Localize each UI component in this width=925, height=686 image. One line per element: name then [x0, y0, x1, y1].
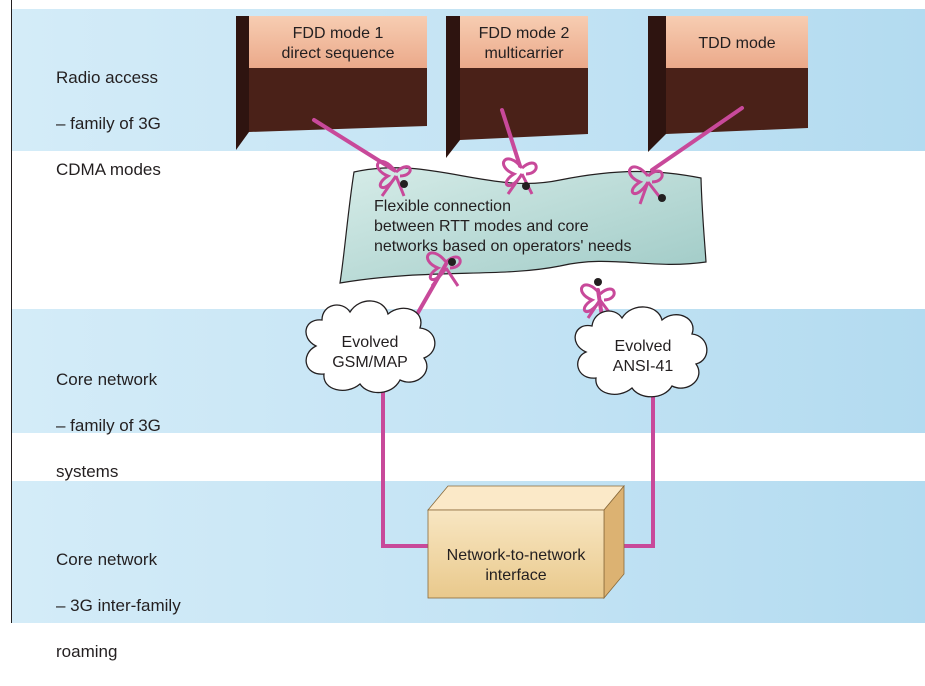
left-rule: [11, 0, 12, 623]
diagram-canvas: FDD mode 1 direct sequence FDD mode 2 mu…: [236, 16, 808, 600]
fdd1-line1: FDD mode 1: [293, 25, 384, 42]
ribbon-bows: [376, 157, 664, 319]
network-to-network-interface-box: Network-to-network interface: [427, 484, 625, 600]
tdd-ribbon: [650, 106, 744, 172]
bow-1: [376, 160, 412, 197]
fdd1-line2: direct sequence: [282, 45, 395, 62]
banner-line1: Flexible connection: [374, 198, 511, 215]
nni-line2: interface: [485, 567, 546, 584]
fdd2-ribbon: [500, 108, 522, 168]
cloud-ansi-41: Evolved ANSI-41: [574, 306, 708, 398]
banner-line3: networks based on operators' needs: [374, 238, 631, 255]
core-network-label: Core network – family of 3G systems: [56, 370, 161, 481]
banner-line2: between RTT modes and core: [374, 218, 589, 235]
tdd-line1: TDD mode: [698, 35, 775, 52]
banner-pins: [400, 180, 666, 286]
ansi-line1: Evolved: [615, 338, 672, 355]
gsm-line2: GSM/MAP: [332, 354, 408, 371]
gsm-map-connector: [381, 391, 432, 548]
radio-access-label: Radio access – family of 3G CDMA modes: [56, 68, 161, 179]
fdd2-line1: FDD mode 2: [479, 25, 570, 42]
nni-line1: Network-to-network: [447, 547, 587, 564]
ansi-line2: ANSI-41: [613, 358, 674, 375]
fdd2-line2: multicarrier: [484, 45, 564, 62]
gsm-line1: Evolved: [342, 334, 399, 351]
core-network-band: [12, 309, 925, 433]
mode-box-fdd2: FDD mode 2 multicarrier: [446, 16, 588, 158]
mode-box-tdd: TDD mode: [648, 16, 808, 152]
mode-box-fdd1: FDD mode 1 direct sequence: [236, 16, 427, 150]
cloud-gsm-map: Evolved GSM/MAP: [305, 300, 436, 394]
